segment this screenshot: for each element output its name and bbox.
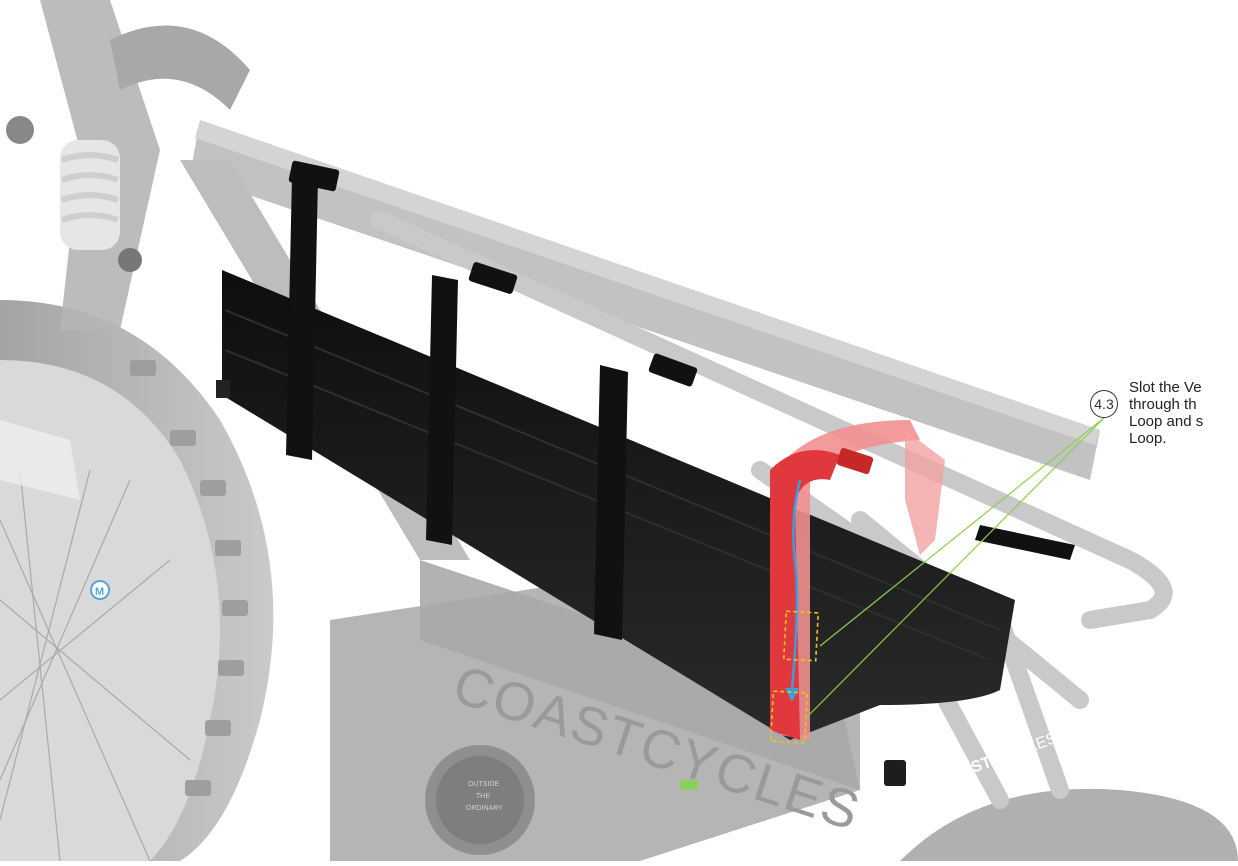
instruction-line-3: Loop and s (1129, 413, 1204, 430)
front-fork (6, 0, 250, 330)
step-number-badge: 4.3 (1090, 390, 1118, 418)
highlighted-velcro-strap (770, 420, 945, 740)
callout-leader-lines (805, 417, 1105, 719)
hub-label-line-3: ORDINARY (466, 805, 503, 812)
instruction-line-4: Loop. (1129, 430, 1167, 447)
instruction-line-1: Slot the Ve (1129, 379, 1202, 396)
instruction-line-2: through th (1129, 396, 1197, 413)
hub-label-line-2: THE (476, 793, 490, 800)
front-wheel: M (0, 300, 274, 862)
bag-straps (286, 160, 1075, 640)
instruction-callout: Slot the Ve through th Loop and s Loop. (1129, 379, 1238, 447)
hub-label-line-1: OUTSIDE (468, 781, 499, 788)
svg-text:M: M (95, 586, 104, 598)
bag-buckle-bottom (884, 760, 906, 786)
